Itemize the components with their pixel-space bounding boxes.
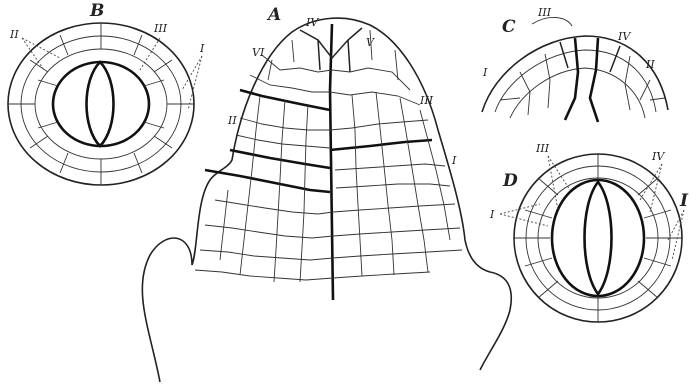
panel-a-roman-ii: II <box>227 114 237 127</box>
panel-c-roman-i: I <box>482 66 488 79</box>
panel-c-roman-iii: III <box>537 6 552 19</box>
panel-c-roman-iv: IV <box>617 30 631 43</box>
panel-c-label: C <box>502 17 516 37</box>
panel-d-roman-iv: IV <box>651 150 665 163</box>
panel-b-roman-i: I <box>199 42 205 55</box>
panel-d-roman-iii: III <box>535 142 550 155</box>
panel-b-roman-ii: II <box>9 28 19 41</box>
panel-d: D III IV I I <box>489 142 689 322</box>
panel-a-roman-iv: IV <box>305 16 319 29</box>
panel-c-roman-ii: II <box>645 58 655 71</box>
panel-b-roman-iii: III <box>153 22 168 35</box>
panel-b-label: B <box>89 1 104 21</box>
panel-a: A IV V VI III II I <box>142 5 511 382</box>
panel-a-roman-i: I <box>451 154 457 167</box>
panel-a-roman-v: V <box>366 36 375 49</box>
panel-a-label: A <box>266 5 281 25</box>
panel-d-roman-i-right: I <box>679 191 689 211</box>
panel-d-roman-i-left: I <box>489 208 495 221</box>
panel-d-label: D <box>502 171 518 191</box>
panel-b: B II III I <box>8 1 205 185</box>
panel-c: C III IV II I <box>482 6 668 122</box>
panel-a-roman-vi: VI <box>252 46 265 59</box>
panel-a-roman-iii: III <box>419 94 434 107</box>
